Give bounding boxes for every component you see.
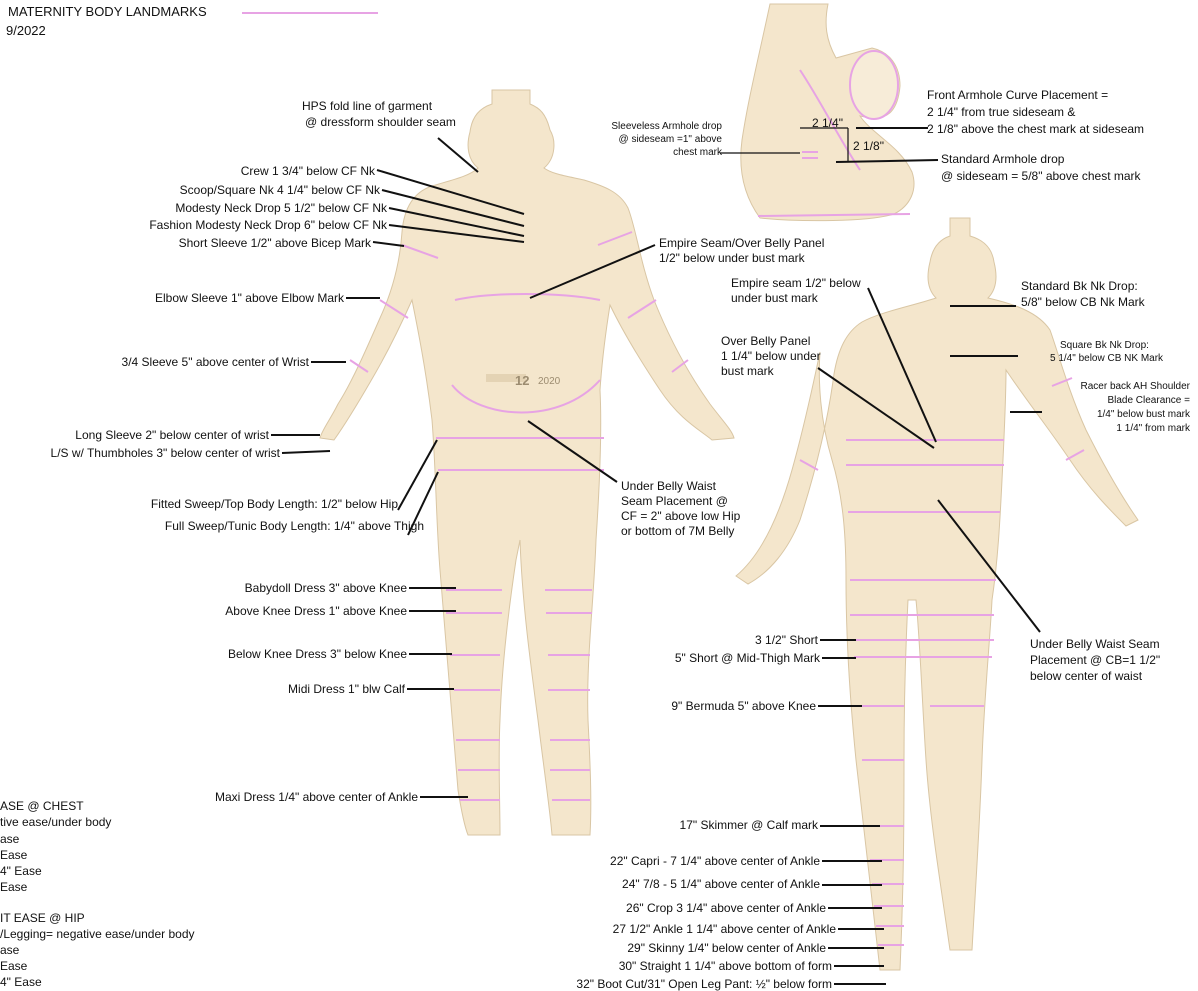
label-bermuda: 9" Bermuda 5" above Knee [671, 699, 816, 713]
label-under-belly-line1: Under Belly Waist [621, 479, 716, 493]
label-hps-line1: HPS fold line of garment [302, 99, 432, 113]
label-dim-horizontal: 2 1/4" [812, 116, 843, 130]
label-standard-armhole-line2: @ sideseam = 5/8" above chest mark [941, 169, 1141, 183]
label-sleeveless-armhole-line3: chest mark [673, 147, 722, 159]
label-sleeveless-armhole-line2: @ sideseam =1" above [619, 134, 722, 146]
legend-hip-title: IT EASE @ HIP [0, 911, 85, 925]
legend-hip-item-4: 4" Ease [0, 975, 42, 989]
label-fitted-sweep: Fitted Sweep/Top Body Length: 1/2" below… [151, 497, 398, 511]
label-racer-back-line1: Racer back AH Shoulder [1080, 381, 1190, 393]
label-sleeveless-armhole-line1: Sleeveless Armhole drop [611, 121, 722, 133]
label-empire-seam-line1: Empire Seam/Over Belly Panel [659, 236, 824, 250]
label-under-belly-line2: Seam Placement @ [621, 494, 728, 508]
label-babydoll-dress: Babydoll Dress 3" above Knee [245, 581, 407, 595]
label-skimmer: 17" Skimmer @ Calf mark [680, 818, 818, 832]
label-back-under-belly-line2: Placement @ CB=1 1/2" [1030, 653, 1160, 667]
label-midi-dress: Midi Dress 1" blw Calf [288, 682, 405, 696]
label-maxi-dress: Maxi Dress 1/4" above center of Ankle [215, 790, 418, 804]
label-crop: 26" Crop 3 1/4" above center of Ankle [626, 901, 826, 915]
label-over-belly-line1: Over Belly Panel [721, 334, 810, 348]
form-size-stamp: 12 [515, 374, 529, 388]
label-racer-back-line4: 1 1/4" from mark [1116, 423, 1190, 435]
page-date: 9/2022 [6, 24, 46, 38]
label-square-bk-nk-line2: 5 1/4" below CB NK Mark [1050, 353, 1163, 365]
label-back-empire-line1: Empire seam 1/2" below [731, 276, 861, 290]
label-scoop-neck: Scoop/Square Nk 4 1/4" below CF Nk [180, 183, 380, 197]
label-fashion-modesty-neck: Fashion Modesty Neck Drop 6" below CF Nk [149, 218, 387, 232]
form-year-stamp: 2020 [538, 376, 560, 388]
legend-chest-item-1: tive ease/under body [0, 815, 111, 829]
label-short-3-5: 3 1/2" Short [755, 633, 818, 647]
label-std-bk-nk-line1: Standard Bk Nk Drop: [1021, 279, 1138, 293]
page-title: MATERNITY BODY LANDMARKS [8, 5, 207, 19]
label-boot-cut: 32" Boot Cut/31" Open Leg Pant: ½" below… [576, 977, 832, 991]
label-over-belly-line2: 1 1/4" below under [721, 349, 821, 363]
label-square-bk-nk-line1: Square Bk Nk Drop: [1060, 340, 1149, 352]
legend-hip-item-3: Ease [0, 959, 27, 973]
legend-hip-item-2: ase [0, 943, 19, 957]
label-three-quarter-sleeve: 3/4 Sleeve 5" above center of Wrist [122, 355, 309, 369]
label-racer-back-line3: 1/4" below bust mark [1097, 409, 1190, 421]
label-standard-armhole-line1: Standard Armhole drop [941, 152, 1064, 166]
label-back-under-belly-line1: Under Belly Waist Seam [1030, 637, 1160, 651]
label-back-empire-line2: under bust mark [731, 291, 818, 305]
legend-chest-item-2: ase [0, 832, 19, 846]
legend-chest-title: ASE @ CHEST [0, 799, 84, 813]
label-back-under-belly-line3: below center of waist [1030, 669, 1142, 683]
label-seven-eighths: 24" 7/8 - 5 1/4" above center of Ankle [622, 877, 820, 891]
label-crew-neck: Crew 1 3/4" below CF Nk [241, 164, 375, 178]
label-front-armhole-line1: Front Armhole Curve Placement = [927, 88, 1108, 102]
label-short-sleeve: Short Sleeve 1/2" above Bicep Mark [179, 236, 371, 250]
label-ankle: 27 1/2" Ankle 1 1/4" above center of Ank… [613, 922, 836, 936]
label-elbow-sleeve: Elbow Sleeve 1" above Elbow Mark [155, 291, 344, 305]
label-modesty-neck: Modesty Neck Drop 5 1/2" below CF Nk [175, 201, 387, 215]
label-under-belly-line3: CF = 2" above low Hip [621, 509, 740, 523]
label-empire-seam-line2: 1/2" below under bust mark [659, 251, 805, 265]
legend-chest-item-3: Ease [0, 848, 27, 862]
label-long-sleeve: Long Sleeve 2" below center of wrist [75, 428, 269, 442]
label-under-belly-line4: or bottom of 7M Belly [621, 524, 734, 538]
label-thumbholes: L/S w/ Thumbholes 3" below center of wri… [51, 446, 280, 460]
label-dim-vertical: 2 1/8" [853, 139, 884, 153]
label-straight: 30" Straight 1 1/4" above bottom of form [619, 959, 832, 973]
label-skinny: 29" Skinny 1/4" below center of Ankle [627, 941, 826, 955]
label-std-bk-nk-line2: 5/8" below CB Nk Mark [1021, 295, 1145, 309]
legend-chest-item-4: 4" Ease [0, 864, 42, 878]
legend-hip-item-1: /Legging= negative ease/under body [0, 927, 195, 941]
label-over-belly-line3: bust mark [721, 364, 774, 378]
label-full-sweep: Full Sweep/Tunic Body Length: 1/4" above… [165, 519, 424, 533]
label-below-knee-dress: Below Knee Dress 3" below Knee [228, 647, 407, 661]
label-short-5: 5" Short @ Mid-Thigh Mark [675, 651, 820, 665]
label-hps-line2: @ dressform shoulder seam [305, 115, 456, 129]
label-front-armhole-line3: 2 1/8" above the chest mark at sideseam [927, 122, 1144, 136]
label-capri: 22" Capri - 7 1/4" above center of Ankle [610, 854, 820, 868]
label-above-knee-dress: Above Knee Dress 1" above Knee [225, 604, 407, 618]
armhole-closeup [741, 4, 914, 221]
label-racer-back-line2: Blade Clearance = [1107, 395, 1190, 407]
label-front-armhole-line2: 2 1/4" from true sideseam & [927, 105, 1075, 119]
legend-chest-item-5: Ease [0, 880, 27, 894]
